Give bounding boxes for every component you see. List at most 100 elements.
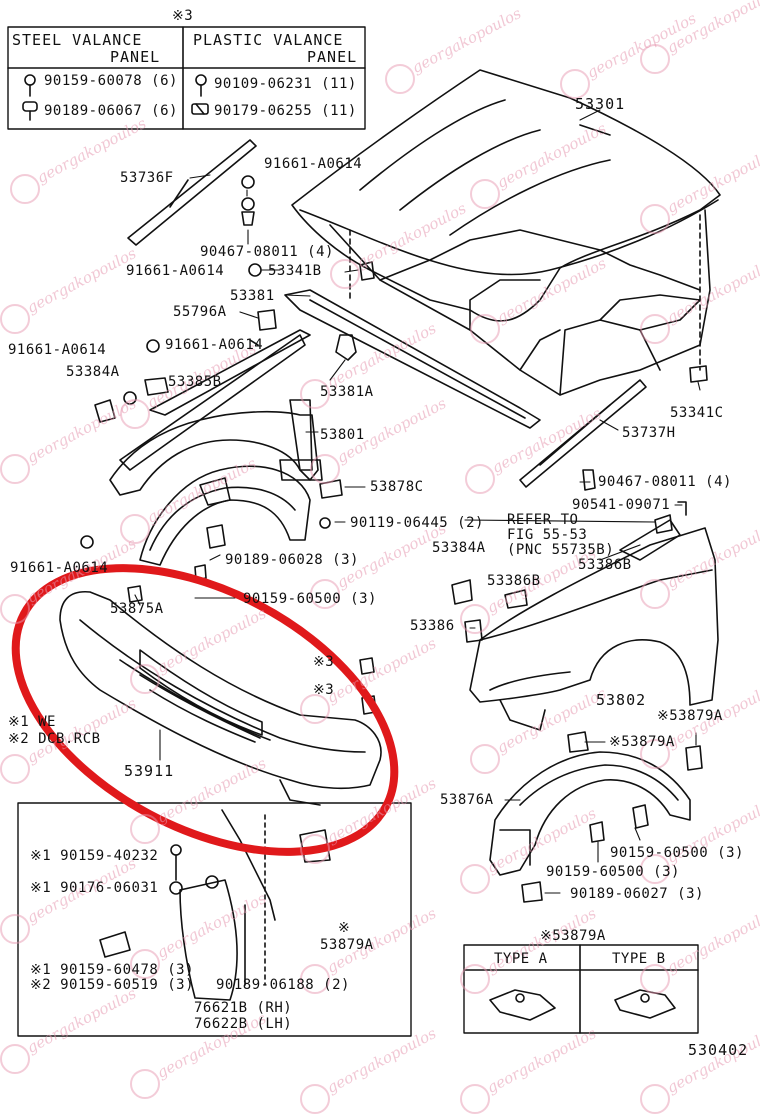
watermark-logo-icon (300, 834, 330, 864)
label-53384A-right: 53384A (432, 540, 486, 556)
label-refer-2: FIG 55-53 (507, 527, 588, 543)
watermark-logo-icon (0, 754, 30, 784)
watermark-logo-icon (470, 314, 500, 344)
label-53879A-a: ※53879A (657, 708, 723, 724)
bolt-icon (195, 74, 207, 97)
watermark-logo-icon (130, 1069, 160, 1099)
label-53384A-left: 53384A (66, 364, 120, 380)
label-90159-c: 90159-60500 (3) (546, 864, 680, 880)
table-col1-row2: 90189-06067 (6) (44, 103, 178, 119)
table-col1-title: STEEL VALANCE (12, 31, 143, 49)
hood-seal-left (127, 139, 257, 246)
table-col1-title-2: PANEL (110, 48, 161, 66)
watermark-logo-icon (640, 964, 670, 994)
label-90189-b: 90189-06027 (3) (570, 886, 704, 902)
watermark-logo-icon (120, 514, 150, 544)
label-53385B: 53385B (168, 374, 222, 390)
label-91661-c: 91661-A0614 (8, 342, 107, 358)
inset-label-4: ※2 90159-60519 (3) (30, 977, 195, 993)
hood-seal-right (519, 379, 647, 488)
inset-label-2: ※1 90176-06031 (30, 880, 159, 896)
watermark-logo-icon (470, 179, 500, 209)
watermark-logo-icon (460, 964, 490, 994)
label-53876A: 53876A (440, 792, 494, 808)
inset-label-6: ※ (338, 920, 351, 936)
label-91661-d: 91661-A0614 (165, 337, 264, 353)
note-1: ※1 WE (8, 714, 56, 730)
watermark-logo-icon (640, 314, 670, 344)
inner-wheel-liner-right (489, 751, 691, 876)
inset-label-rh: 76621B (RH) (194, 1000, 293, 1016)
table-col2-title-2: PANEL (307, 48, 358, 66)
label-refer-1: REFER TO (507, 512, 579, 528)
label-53801: 53801 (320, 427, 365, 443)
watermark-logo-icon (640, 739, 670, 769)
watermark-logo-icon (310, 454, 340, 484)
label-90467-b: 90467-08011 (4) (598, 474, 732, 490)
watermark-logo-icon (0, 304, 30, 334)
label-53381: 53381 (230, 288, 275, 304)
watermark-logo-icon (130, 664, 160, 694)
label-90119: 90119-06445 (2) (350, 515, 484, 531)
watermark-logo-icon (120, 399, 150, 429)
radiator-support (119, 289, 541, 471)
label-53386B-b: 53386B (487, 573, 541, 589)
label-53878C: 53878C (370, 479, 424, 495)
label-53736F: 53736F (120, 170, 174, 186)
label-53381A: 53381A (320, 384, 374, 400)
type-table-title: ※53879A (540, 928, 606, 944)
label-53879A-b: ※53879A (609, 734, 675, 750)
watermark-logo-icon (640, 854, 670, 884)
watermark-logo-icon (310, 579, 340, 609)
label-90189-a: 90189-06028 (3) (225, 552, 359, 568)
label-91661-b: 91661-A0614 (126, 263, 225, 279)
label-53301: 53301 (575, 95, 626, 113)
type-b-label: TYPE B (612, 951, 666, 967)
watermark-logo-icon (10, 174, 40, 204)
type-a-label: TYPE A (494, 951, 548, 967)
label-53911: 53911 (124, 762, 175, 780)
watermark-logo-icon (0, 1044, 30, 1074)
label-53386B-a: 53386B (578, 557, 632, 573)
table-col2-row2: 90179-06255 (11) (214, 103, 357, 119)
label-91661-a: 91661-A0614 (264, 156, 363, 172)
clip-type-b-icon (614, 989, 676, 1019)
watermark-logo-icon (465, 464, 495, 494)
label-53386: 53386 (410, 618, 455, 634)
table-col2-row1: 90109-06231 (11) (214, 76, 357, 92)
label-x3-a: ※3 (313, 654, 335, 670)
label-53875A: 53875A (110, 601, 164, 617)
watermark-logo-icon (0, 914, 30, 944)
inset-label-1: ※1 90159-40232 (30, 848, 159, 864)
table-note-mark: ※3 (172, 8, 194, 24)
inset-label-lh: 76622B (LH) (194, 1016, 293, 1032)
label-53341B: 53341B (268, 263, 322, 279)
table-col2-title: PLASTIC VALANCE (193, 31, 344, 49)
watermark-logo-icon (470, 744, 500, 774)
watermark-logo-icon (0, 594, 30, 624)
watermark-logo-icon (460, 864, 490, 894)
clip-icon (22, 101, 38, 121)
watermark-logo-icon (300, 379, 330, 409)
watermark-logo-icon (385, 64, 415, 94)
watermark-logo-icon (560, 69, 590, 99)
watermark-logo-icon (640, 204, 670, 234)
watermark-logo-icon (640, 44, 670, 74)
watermark-logo-icon (640, 579, 670, 609)
watermark-logo-icon (0, 454, 30, 484)
watermark-logo-icon (130, 949, 160, 979)
fastener-table-frame (7, 26, 366, 130)
clip-type-a-icon (489, 989, 556, 1021)
label-90159-a: 90159-60500 (3) (243, 591, 377, 607)
note-2: ※2 DCB.RCB (8, 731, 101, 747)
label-90467-a: 90467-08011 (4) (200, 244, 334, 260)
label-refer-3: (PNC 55735B) (507, 542, 615, 558)
label-x3-b: ※3 (313, 682, 335, 698)
label-91661-e: 91661-A0614 (10, 560, 109, 576)
watermark-logo-icon (330, 259, 360, 289)
label-90541: 90541-09071 (572, 497, 671, 513)
nut-icon (191, 103, 209, 115)
fasteners (80, 175, 708, 903)
label-53737H: 53737H (622, 425, 676, 441)
